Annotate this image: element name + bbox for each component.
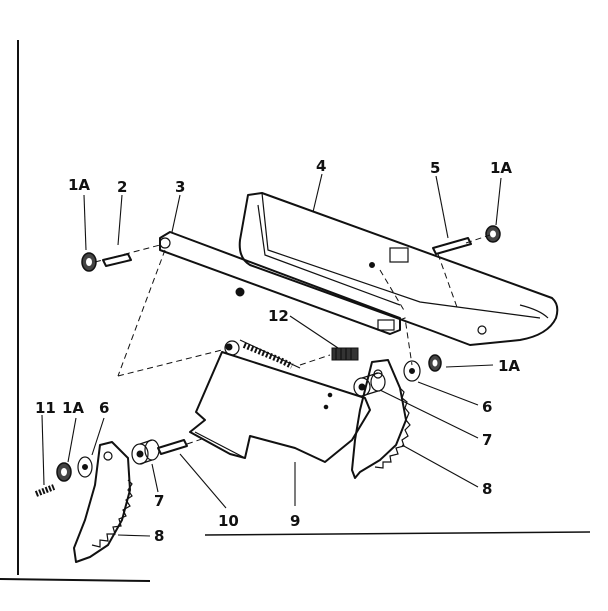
label-7-left: 7 <box>154 492 164 510</box>
assembly-lines <box>94 234 491 445</box>
bottom-border-line-left <box>0 578 151 582</box>
washer-left <box>77 456 93 478</box>
label-8-right: 8 <box>482 480 492 498</box>
screw-part-11 <box>34 484 56 497</box>
label-11: 11 <box>35 399 56 417</box>
label-9: 9 <box>290 512 300 530</box>
spring-part-12 <box>331 347 359 361</box>
label-8-left: 8 <box>154 527 164 545</box>
nut-1a-upper-left <box>81 252 97 272</box>
pin-part-5 <box>432 237 472 255</box>
nut-1a-upper-right <box>485 225 501 243</box>
leader-lines <box>41 173 502 537</box>
label-10: 10 <box>218 512 239 530</box>
label-12: 12 <box>268 307 289 325</box>
label-5: 5 <box>430 159 440 177</box>
label-2: 2 <box>117 178 127 196</box>
label-3: 3 <box>175 178 185 196</box>
pawl-right <box>351 359 411 479</box>
nut-1a-right <box>428 354 442 372</box>
pawl-left <box>73 441 133 563</box>
callout-labels: 1A 2 3 4 5 1A 12 1A 6 7 8 11 1A 6 7 10 9… <box>35 157 520 545</box>
label-1a-upper-left: 1A <box>68 176 90 194</box>
label-6-left: 6 <box>99 399 109 417</box>
pin-part-10 <box>157 439 188 455</box>
label-4: 4 <box>316 157 326 175</box>
guard-housing <box>238 192 559 346</box>
washer-right <box>403 360 421 382</box>
label-6-right: 6 <box>482 398 492 416</box>
label-1a-left: 1A <box>62 399 84 417</box>
label-7-right: 7 <box>482 431 492 449</box>
bottom-border-line-right <box>204 531 591 536</box>
label-1a-upper-right: 1A <box>490 159 512 177</box>
pivot-bar <box>159 231 401 335</box>
bracket-plate <box>189 339 371 463</box>
label-1a-right: 1A <box>498 357 520 375</box>
spacer-left <box>131 439 160 465</box>
nut-1a-left <box>56 462 72 482</box>
spacer-right <box>353 372 386 397</box>
